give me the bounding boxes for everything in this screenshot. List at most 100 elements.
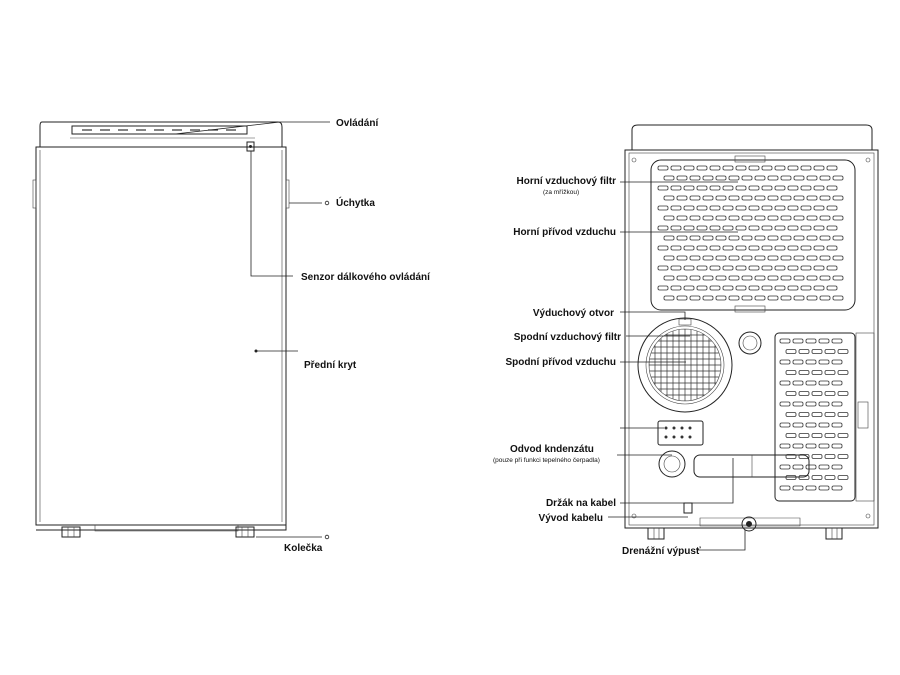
grille-slot (709, 205, 721, 211)
grille-slot (774, 245, 786, 251)
grille-slot (735, 165, 747, 171)
label-handle: Úchytka (336, 196, 375, 209)
grille-slot (806, 215, 818, 221)
grille-slot (792, 422, 804, 428)
label-drain: Drenážní výpusť (622, 546, 701, 557)
back-view: Horní vzduchový filtr (za mřížkou) Horní… (493, 124, 879, 557)
label-cable-outlet: Vývod kabelu (539, 513, 603, 524)
grille-slot (702, 275, 714, 281)
exhaust-grid (649, 329, 721, 401)
grille-slot (715, 215, 727, 221)
grille-slot (761, 205, 773, 211)
grille-slot (800, 165, 812, 171)
grille-slot (832, 175, 844, 181)
grille-slot (806, 295, 818, 301)
grille-slot (657, 285, 669, 291)
grille-slot (779, 443, 791, 449)
grille-slot (811, 412, 823, 417)
grille-slot (785, 391, 797, 396)
grille-slot (819, 295, 831, 301)
grille-slot (761, 185, 773, 191)
grille-slot (683, 265, 695, 271)
grille-slot (696, 225, 708, 231)
grille-slot (722, 285, 734, 291)
grille-slot (792, 464, 804, 470)
grille-slot (748, 265, 760, 271)
grille-slot (748, 165, 760, 171)
grille-slot (689, 195, 701, 201)
grille-slot (792, 359, 804, 365)
grille-slot (837, 454, 849, 459)
grille-slot (793, 255, 805, 261)
front-wheel-right (235, 526, 255, 538)
grille-slot (800, 185, 812, 191)
grille-slot (819, 215, 831, 221)
grille-slot (683, 285, 695, 291)
grille-slot (832, 235, 844, 241)
grille-slot (779, 359, 791, 365)
grille-slot (826, 265, 838, 271)
grille-slot (754, 255, 766, 261)
grille-slot (748, 205, 760, 211)
grille-slot (826, 225, 838, 231)
grille-slot (811, 475, 823, 480)
grille-slot (818, 380, 830, 386)
condensate-panel (657, 420, 704, 446)
grille-slot (715, 195, 727, 201)
grille-slot (767, 275, 779, 281)
grille-slot (798, 412, 810, 417)
grille-slot (696, 245, 708, 251)
grille-slot (722, 225, 734, 231)
grille-slot (813, 245, 825, 251)
drain-outlet (741, 516, 757, 532)
grille-slot (831, 338, 843, 344)
cable-holder (693, 454, 810, 478)
condensate-outlet (658, 450, 686, 478)
grille-slot (780, 275, 792, 281)
grille-slot (709, 245, 721, 251)
grille-slot (792, 401, 804, 407)
label-exhaust: Výduchový otvor (533, 308, 614, 319)
grille-slot (813, 165, 825, 171)
grille-slot (741, 175, 753, 181)
grille-slot (676, 295, 688, 301)
front-wheel-left (61, 526, 81, 538)
grille-slot (676, 235, 688, 241)
grille-slot (683, 185, 695, 191)
upper-grille-slots (657, 165, 844, 301)
grille-slot (806, 275, 818, 281)
grille-slot (793, 275, 805, 281)
grille-slot (670, 285, 682, 291)
grille-slot (702, 295, 714, 301)
grille-slot (748, 225, 760, 231)
grille-slot (780, 255, 792, 261)
grille-slot (824, 349, 836, 354)
grille-slot (831, 401, 843, 407)
grille-slot (728, 175, 740, 181)
grille-slot (818, 422, 830, 428)
label-remote-sensor: Senzor dálkového ovládání (301, 272, 431, 283)
grille-slot (779, 401, 791, 407)
grille-slot (837, 412, 849, 417)
front-leader-lines (174, 121, 330, 540)
grille-slot (811, 370, 823, 375)
grille-slot (818, 485, 830, 491)
grille-slot (689, 295, 701, 301)
grille-slot (787, 205, 799, 211)
grille-slot (806, 175, 818, 181)
front-view: Ovládání Úchytka Senzor dálkového ovládá… (32, 118, 431, 554)
grille-slot (774, 285, 786, 291)
grille-slot (798, 349, 810, 354)
grille-slot (793, 195, 805, 201)
grille-slot (824, 475, 836, 480)
grille-slot (676, 275, 688, 281)
grille-slot (709, 185, 721, 191)
grille-slot (787, 285, 799, 291)
grille-slot (767, 195, 779, 201)
grille-slot (818, 464, 830, 470)
grille-slot (715, 255, 727, 261)
grille-slot (774, 165, 786, 171)
grille-slot (761, 265, 773, 271)
grille-slot (754, 235, 766, 241)
front-handle-right (285, 179, 290, 209)
